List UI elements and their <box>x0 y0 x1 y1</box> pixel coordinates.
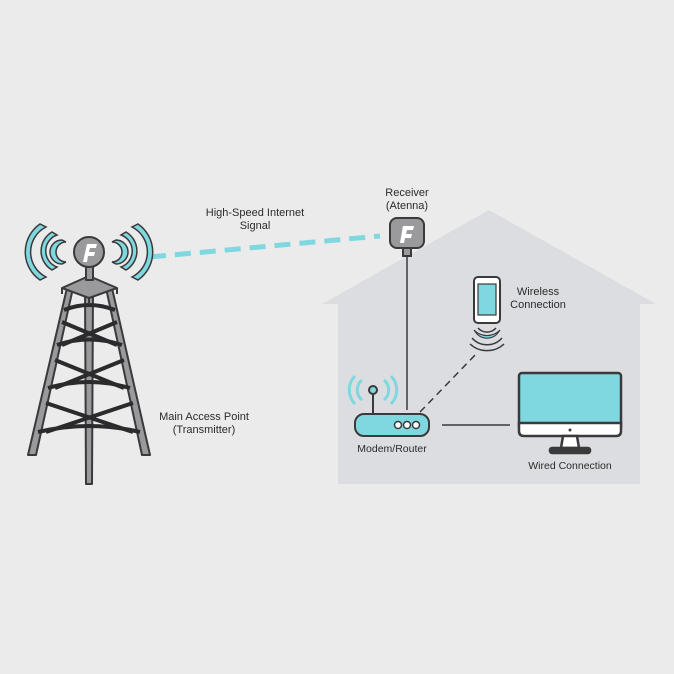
monitor-icon <box>517 371 623 455</box>
receiver-label-line2: (Atenna) <box>385 200 429 212</box>
antenna-receiver-icon <box>389 217 425 410</box>
signal-label-line1: High-Speed Internet <box>205 207 305 219</box>
receiver-label: Receiver (Atenna) <box>372 187 442 213</box>
receiver-label-line1: Receiver <box>385 187 429 199</box>
wireless-label: Wireless Connection <box>500 286 576 312</box>
wired-label: Wired Connection <box>528 460 612 472</box>
transmitter-label-line1: Main Access Point <box>159 411 249 423</box>
wireless-label-line2: Connection <box>510 299 566 311</box>
router-icon <box>347 374 430 437</box>
transmitter-label-line2: (Transmitter) <box>172 424 236 436</box>
signal-label: High-Speed Internet Signal <box>200 207 310 233</box>
smartphone-icon <box>469 276 505 352</box>
signal-beam <box>149 233 381 260</box>
wireless-link <box>419 351 479 413</box>
signal-label-line2: Signal <box>239 220 271 232</box>
transmitter-label: Main Access Point (Transmitter) <box>148 411 260 437</box>
router-label: Modem/Router <box>357 443 427 455</box>
tower-icon <box>27 236 151 485</box>
wifi-waves-icon <box>24 223 154 281</box>
wireless-label-line1: Wireless <box>516 286 560 298</box>
